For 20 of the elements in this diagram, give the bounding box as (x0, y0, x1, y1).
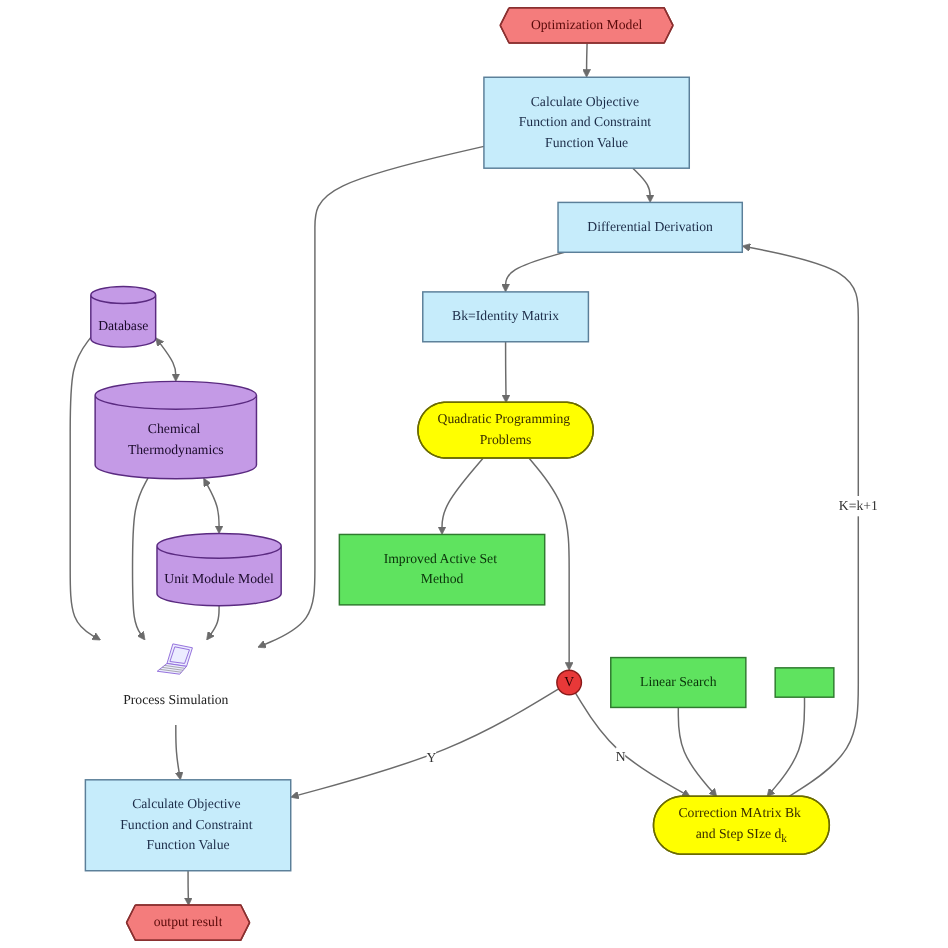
arrow (155, 337, 181, 382)
arrow (174, 724, 184, 781)
arrow (582, 42, 591, 78)
node-box (774, 667, 835, 698)
arrow (501, 251, 566, 293)
arrow (69, 336, 101, 641)
arrow (632, 167, 655, 203)
arrow (203, 477, 224, 534)
arrow (501, 341, 511, 404)
arrow (766, 696, 806, 798)
arrow (677, 706, 718, 798)
arrow (206, 605, 220, 641)
arrow (528, 457, 574, 671)
arrow (257, 145, 485, 649)
arrow (290, 688, 560, 800)
arrow (184, 870, 193, 906)
arrow (741, 243, 860, 798)
arrow (574, 692, 691, 798)
arrow (131, 477, 149, 641)
arrow (437, 457, 484, 535)
